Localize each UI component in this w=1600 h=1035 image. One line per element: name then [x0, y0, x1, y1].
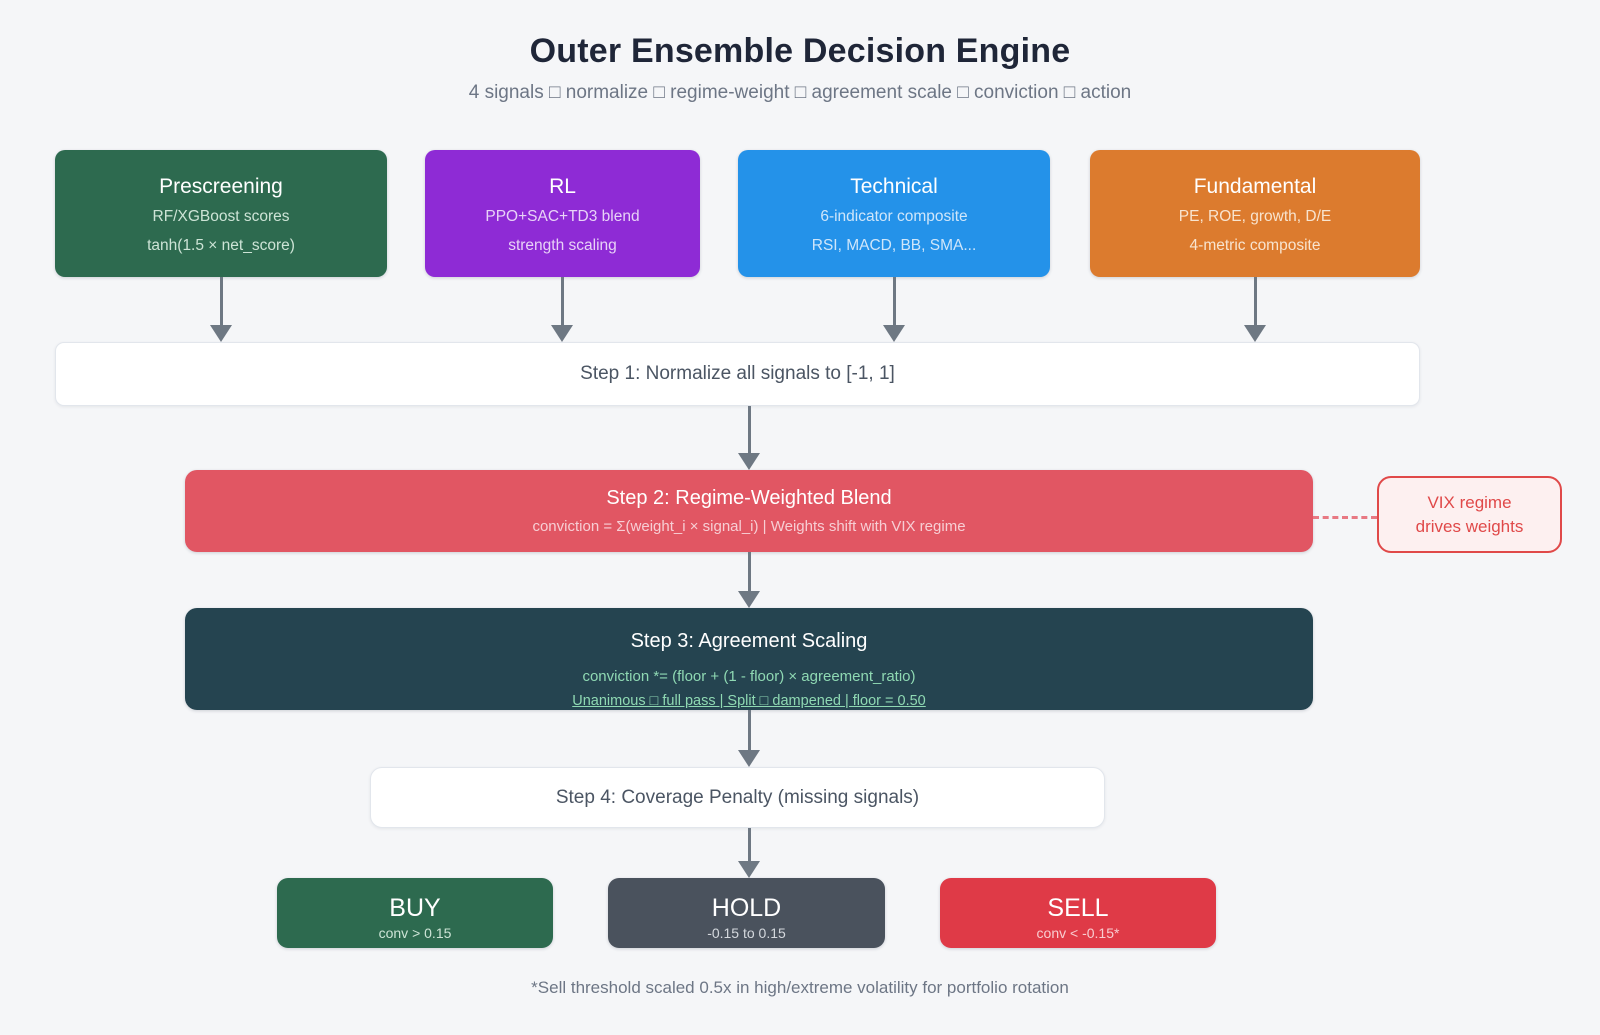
node-hold: HOLD -0.15 to 0.15	[608, 878, 885, 948]
node-subtitle-2: RSI, MACD, BB, SMA...	[811, 237, 977, 254]
node-step2: Step 2: Regime-Weighted Blend conviction…	[185, 470, 1313, 552]
action-condition: conv < -0.15*	[1036, 925, 1120, 941]
step2-title: Step 2: Regime-Weighted Blend	[606, 487, 892, 509]
vix-note-line2: drives weights	[1415, 516, 1524, 536]
node-title: RL	[549, 175, 576, 198]
action-condition: conv > 0.15	[378, 925, 452, 941]
node-subtitle-2: 4-metric composite	[1189, 237, 1321, 254]
step2-formula: conviction = Σ(weight_i × signal_i) | We…	[532, 518, 966, 535]
step4-label: Step 4: Coverage Penalty (missing signal…	[555, 786, 920, 808]
node-subtitle-1: PPO+SAC+TD3 blend	[485, 208, 640, 225]
flow-arrow	[210, 277, 232, 342]
flow-arrow	[1244, 277, 1266, 342]
node-title: Technical	[850, 175, 938, 198]
action-condition: -0.15 to 0.15	[707, 925, 786, 941]
step3-formula: conviction *= (floor + (1 - floor) × agr…	[582, 668, 916, 685]
flow-arrow	[738, 828, 760, 878]
vix-dashed-connector	[1313, 516, 1377, 519]
node-buy: BUY conv > 0.15	[277, 878, 553, 948]
step1-label: Step 1: Normalize all signals to [-1, 1]	[580, 363, 895, 384]
page-subtitle: 4 signals □ normalize □ regime-weight □ …	[468, 82, 1132, 103]
node-subtitle-1: 6-indicator composite	[820, 208, 968, 225]
flow-arrow	[551, 277, 573, 342]
flow-arrow	[738, 552, 760, 608]
vix-regime-note: VIX regime drives weights	[1377, 476, 1562, 553]
node-subtitle-2: tanh(1.5 × net_score)	[147, 237, 295, 254]
node-subtitle-1: RF/XGBoost scores	[152, 208, 290, 225]
step3-note: Unanimous □ full pass | Split □ dampened…	[572, 693, 926, 709]
flow-arrow	[738, 710, 760, 767]
node-subtitle-1: PE, ROE, growth, D/E	[1178, 208, 1332, 225]
node-step1: Step 1: Normalize all signals to [-1, 1]	[55, 342, 1420, 406]
node-subtitle-2: strength scaling	[508, 237, 617, 254]
flow-arrow	[738, 406, 760, 470]
footnote: *Sell threshold scaled 0.5x in high/extr…	[531, 978, 1069, 997]
node-step3: Step 3: Agreement Scaling conviction *= …	[185, 608, 1313, 710]
node-fundamental: Fundamental PE, ROE, growth, D/E 4-metri…	[1090, 150, 1420, 277]
action-title: HOLD	[711, 894, 782, 922]
node-title: Prescreening	[159, 175, 283, 198]
node-sell: SELL conv < -0.15*	[940, 878, 1216, 948]
node-step4: Step 4: Coverage Penalty (missing signal…	[370, 767, 1105, 828]
node-title: Fundamental	[1193, 175, 1317, 198]
page-title: Outer Ensemble Decision Engine	[529, 32, 1071, 70]
node-prescreening: Prescreening RF/XGBoost scores tanh(1.5 …	[55, 150, 387, 277]
node-technical: Technical 6-indicator composite RSI, MAC…	[738, 150, 1050, 277]
vix-note-line1: VIX regime	[1427, 492, 1512, 512]
node-rl: RL PPO+SAC+TD3 blend strength scaling	[425, 150, 700, 277]
action-title: SELL	[1047, 894, 1109, 922]
action-title: BUY	[389, 894, 441, 922]
flow-arrow	[883, 277, 905, 342]
step3-title: Step 3: Agreement Scaling	[630, 630, 868, 652]
